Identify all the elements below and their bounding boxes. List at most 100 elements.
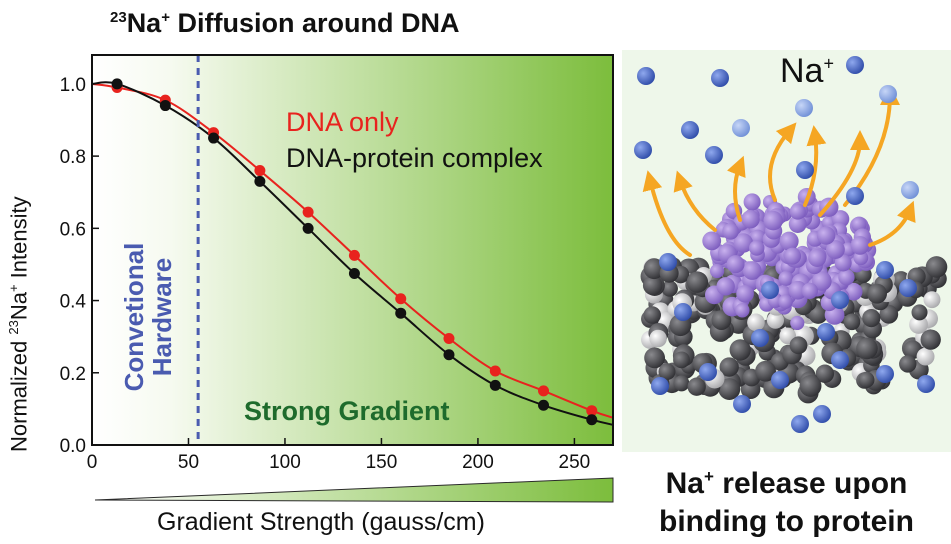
- na-ion: [637, 67, 655, 85]
- legend-dna-protein-complex: DNA-protein complex: [286, 143, 543, 173]
- protein-atom: [742, 261, 762, 280]
- dna-atom: [643, 306, 662, 324]
- protein-atom: [826, 240, 845, 259]
- na-ion: [733, 395, 751, 413]
- dna-only-point: [348, 249, 360, 261]
- dna-atom: [862, 309, 881, 328]
- dna-atom: [711, 310, 732, 330]
- complex-point: [254, 175, 266, 187]
- na-ion: [831, 291, 849, 309]
- na-ion: [813, 405, 831, 423]
- dna-atom: [686, 271, 709, 293]
- release-arrow: [803, 125, 827, 207]
- dna-atom: [687, 377, 706, 396]
- dna-atom: [858, 371, 875, 388]
- x-tick-label: 0: [87, 452, 98, 473]
- y-tick-label: 0.4: [60, 292, 87, 313]
- x-tick-label: 200: [462, 452, 494, 473]
- protein-atom: [778, 271, 794, 286]
- na-ion: [791, 415, 809, 433]
- dna-atom: [925, 256, 948, 278]
- na-ion: [846, 56, 864, 74]
- complex-point: [489, 379, 501, 391]
- dna-only-point: [443, 332, 455, 344]
- complex-point: [302, 222, 314, 234]
- protein-atom: [743, 193, 761, 211]
- dna-atom: [729, 339, 751, 361]
- na-release-illustration: [634, 56, 948, 433]
- legend-dna-only: DNA only: [286, 107, 399, 137]
- release-arrow: [727, 155, 746, 222]
- dna-atom: [799, 375, 822, 397]
- y-tick-label: 0.0: [60, 436, 86, 457]
- na-ion: [795, 99, 813, 117]
- dna-atom: [747, 313, 765, 332]
- na-ion: [699, 363, 717, 381]
- na-ion: [732, 119, 750, 137]
- protein-atom: [850, 236, 870, 255]
- protein-atom: [736, 284, 754, 303]
- dna-atom: [916, 347, 935, 366]
- dna-only-point: [395, 293, 407, 305]
- release-arrow: [642, 170, 692, 257]
- dna-atom: [815, 364, 835, 383]
- dna-atom: [911, 304, 928, 321]
- y-axis-label: Normalized 23Na+ Intensity: [6, 196, 32, 452]
- na-ion: [705, 146, 723, 164]
- x-tick-label: 100: [269, 452, 301, 473]
- dna-atom: [766, 311, 785, 329]
- na-ion: [674, 303, 692, 321]
- na-ion: [681, 121, 699, 139]
- dna-only-point: [254, 165, 266, 177]
- na-ion: [846, 187, 864, 205]
- complex-point: [208, 132, 220, 144]
- strong-gradient-annotation: Strong Gradient: [244, 396, 450, 426]
- complex-point: [443, 349, 455, 361]
- dna-atom: [718, 378, 741, 400]
- protein-atom: [741, 210, 760, 229]
- protein-atom: [779, 231, 799, 251]
- protein-atom: [788, 280, 808, 300]
- gradient-strength-wedge: [94, 477, 614, 503]
- plot-frame: [91, 54, 614, 446]
- x-tick-label: 50: [178, 452, 199, 473]
- y-tick-label: 0.8: [60, 147, 86, 168]
- protein-atom: [851, 216, 867, 232]
- y-tick-label: 0.6: [60, 219, 86, 240]
- chart-title: 23Na+ Diffusion around DNA: [110, 8, 460, 38]
- protein-atom: [716, 277, 735, 296]
- protein-atom: [722, 223, 739, 240]
- dna-atom: [658, 363, 676, 381]
- dna-only-point: [489, 365, 501, 377]
- data-points: [111, 78, 598, 426]
- na-ion: [917, 375, 935, 393]
- release-arrow: [673, 170, 717, 232]
- na-ion-label: Na+: [780, 52, 834, 90]
- gradient-background: [92, 55, 613, 445]
- na-ion: [876, 261, 894, 279]
- dna-atom: [909, 315, 928, 334]
- dna-atom: [673, 375, 690, 392]
- na-ion: [659, 253, 677, 271]
- dna-atom: [661, 280, 678, 297]
- na-ion: [899, 279, 917, 297]
- complex-point: [348, 267, 360, 279]
- dna-atom: [920, 329, 941, 350]
- na-ion: [771, 371, 789, 389]
- complex-point: [586, 414, 598, 426]
- dna-atom: [755, 360, 776, 382]
- na-ion: [876, 365, 894, 383]
- protein-atom: [726, 255, 745, 274]
- dna-atom: [789, 336, 808, 355]
- na-ion: [879, 85, 897, 103]
- protein-atom: [816, 226, 836, 245]
- complex-point: [159, 100, 171, 112]
- protein-atom: [808, 249, 827, 267]
- na-ion: [651, 377, 669, 395]
- protein-atom: [789, 203, 806, 220]
- protein-atom: [733, 233, 754, 253]
- protein-atom: [801, 282, 819, 299]
